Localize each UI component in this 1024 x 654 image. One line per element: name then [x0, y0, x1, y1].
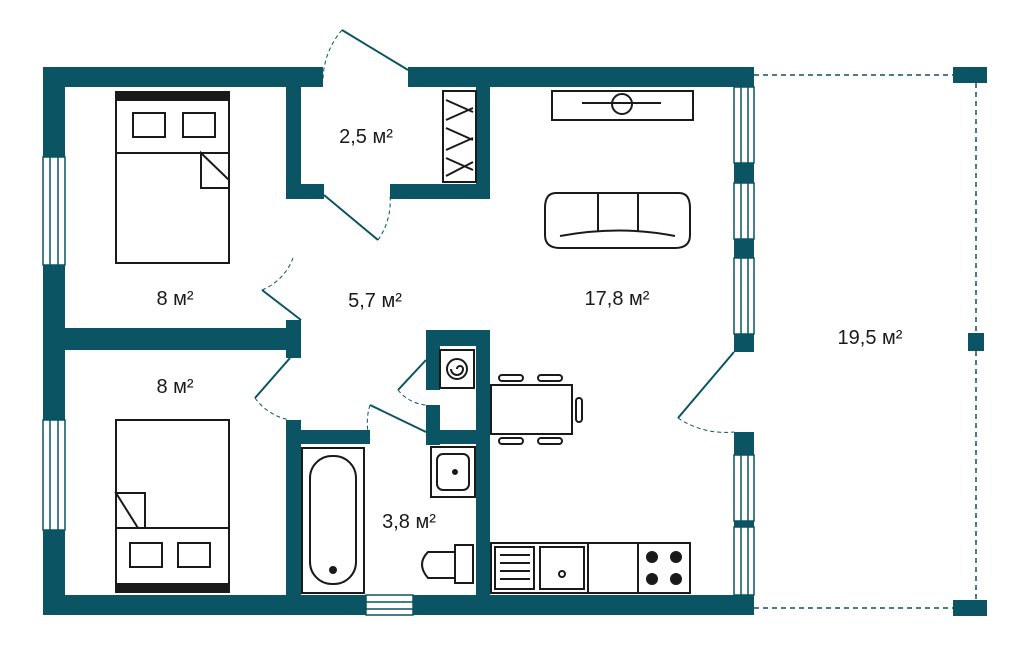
- wall-bathroom-top-b: [426, 430, 490, 444]
- tv-stand: [551, 90, 694, 121]
- wall-core-top: [426, 330, 490, 346]
- doors: [254, 29, 735, 441]
- door-storage-swing: [377, 194, 391, 241]
- door-terrace-leaf: [677, 351, 735, 419]
- door-bathroom-leaf: [369, 404, 427, 433]
- window-bathroom: [365, 594, 414, 616]
- dining-table: [490, 374, 583, 445]
- outer-wall-top-right: [408, 67, 754, 87]
- bathtub: [301, 447, 365, 594]
- wall-bedroom-top-right-b: [286, 320, 301, 358]
- wall-core-left: [426, 330, 440, 390]
- door-boiler-swing: [397, 389, 427, 406]
- wall-bathroom-top: [286, 430, 370, 444]
- label-storage: 2,5 м²: [339, 126, 393, 148]
- window-living-3: [733, 257, 755, 335]
- wall-storage-right: [476, 67, 490, 199]
- label-hall: 5,7 м²: [348, 290, 402, 312]
- outer-wall-bottom-left: [43, 595, 366, 615]
- wall-bedroom-bottom-right: [286, 420, 301, 615]
- label-bathroom: 3,8 м²: [382, 511, 436, 533]
- bed-top: [115, 91, 230, 264]
- terrace-post-mid: [968, 333, 984, 351]
- terrace-post-top: [953, 67, 987, 83]
- sofa: [544, 192, 691, 249]
- window-bedroom-top: [42, 156, 66, 266]
- window-living-2: [733, 182, 755, 240]
- door-bedroom-top-leaf: [261, 289, 302, 321]
- wall-storage-bottom-a: [286, 184, 324, 199]
- room-labels: 8 м² 8 м² 2,5 м² 5,7 м² 17,8 м² 3,8 м² 1…: [156, 126, 902, 533]
- door-bedroom-bottom-leaf: [254, 357, 291, 399]
- kitchen-sink: [539, 546, 585, 590]
- bed-bottom: [114, 419, 230, 593]
- door-terrace-swing: [677, 417, 735, 433]
- window-kitchen-2: [733, 526, 755, 596]
- wardrobe-rack: [442, 90, 477, 183]
- wall-bedroom-top-right-a: [286, 67, 301, 184]
- door-bathroom-swing: [366, 404, 371, 441]
- label-living-kitchen: 17,8 м²: [585, 288, 650, 310]
- furniture: [114, 90, 694, 594]
- wall-core-right: [476, 330, 490, 615]
- window-kitchen-1: [733, 454, 755, 522]
- kitchen-counter: [490, 542, 691, 594]
- cooktop: [637, 542, 691, 594]
- window-bedroom-bottom: [42, 419, 66, 531]
- outer-wall-top-left: [43, 67, 323, 87]
- door-entrance-swing: [322, 29, 343, 81]
- boiler: [439, 349, 475, 389]
- label-bedroom-top: 8 м²: [156, 288, 193, 310]
- toilet: [421, 544, 474, 584]
- outer-wall-bottom-right: [413, 595, 754, 615]
- door-bedroom-top-swing: [261, 257, 294, 291]
- windows: [42, 86, 755, 616]
- door-entrance-leaf: [341, 29, 409, 71]
- terrace-post-bottom: [953, 600, 987, 616]
- door-storage-leaf: [323, 194, 379, 241]
- washbasin: [430, 446, 476, 498]
- wall-bedrooms-divider: [43, 328, 301, 350]
- door-bedroom-bottom-swing: [254, 397, 291, 421]
- window-living-1: [733, 86, 755, 164]
- label-terrace: 19,5 м²: [838, 327, 903, 349]
- label-bedroom-bottom: 8 м²: [156, 376, 193, 398]
- wall-storage-bottom-b: [390, 184, 490, 199]
- door-boiler-leaf: [397, 359, 427, 391]
- terrace-outline: [754, 74, 977, 609]
